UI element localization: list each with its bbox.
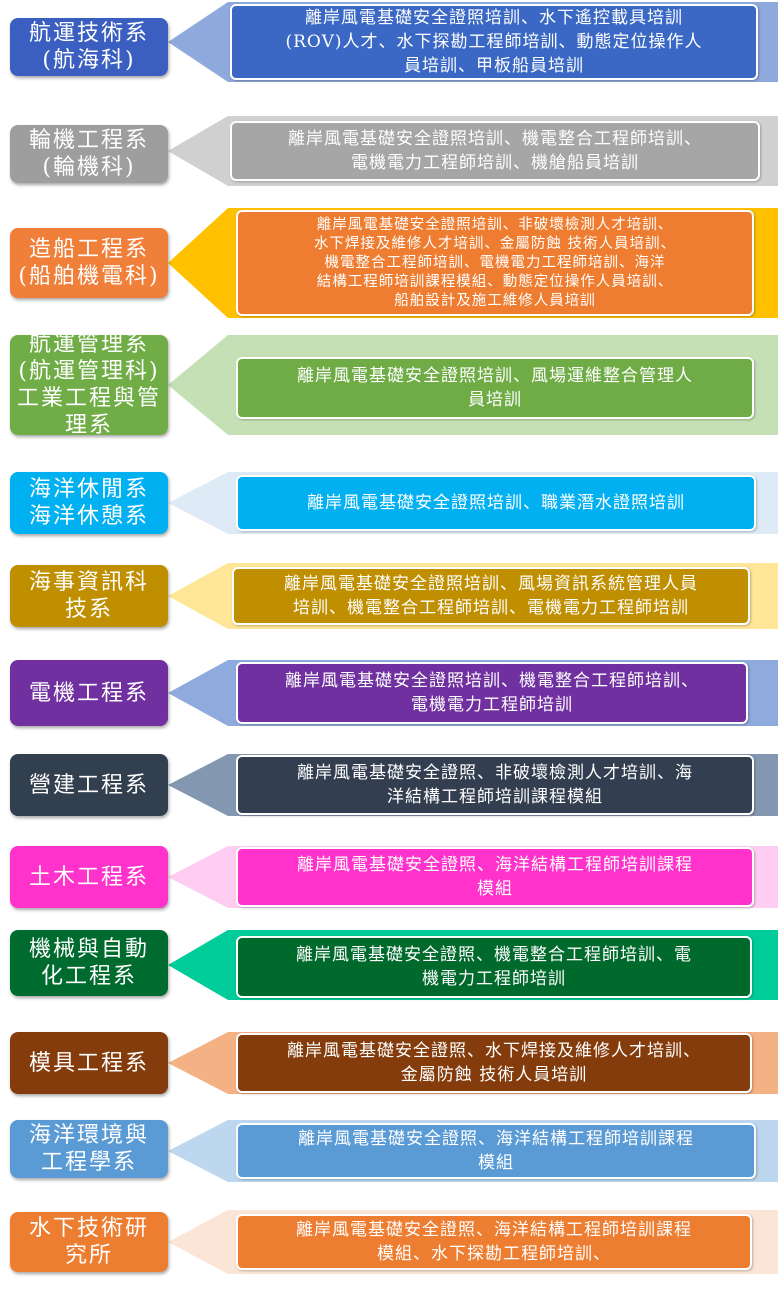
department-label: 航運管理系 (航運管理科) 工業工程與管 理系 <box>10 332 168 438</box>
department-row: 土木工程系 離岸風電基礎安全證照、海洋結構工程師培訓課程 模組 <box>0 846 784 908</box>
department-label: 營建工程系 <box>10 754 168 816</box>
training-programs: 離岸風電基礎安全證照、海洋結構工程師培訓課程 模組、水下探勘工程師培訓、 <box>236 1214 752 1270</box>
training-programs: 離岸風電基礎安全證照培訓、職業潛水證照培訓 <box>236 475 756 531</box>
department-label: 海事資訊科 技系 <box>10 565 168 627</box>
department-label: 水下技術研 究所 <box>10 1212 168 1272</box>
department-row: 航運管理系 (航運管理科) 工業工程與管 理系 離岸風電基礎安全證照培訓、風場運維… <box>0 332 784 438</box>
department-label: 電機工程系 <box>10 660 168 726</box>
department-row: 電機工程系 離岸風電基礎安全證照培訓、機電整合工程師培訓、 電機電力工程師培訓 <box>0 660 784 726</box>
department-label: 機械與自動 化工程系 <box>10 930 168 996</box>
training-programs: 離岸風電基礎安全證照培訓、風場運維整合管理人 員培訓 <box>236 357 754 419</box>
department-row: 營建工程系 離岸風電基礎安全證照、非破壞檢測人才培訓、海 洋結構工程師培訓課程模組 <box>0 754 784 816</box>
department-label: 航運技術系 (航海科) <box>10 18 168 76</box>
department-label: 海洋休閒系 海洋休憩系 <box>10 472 168 534</box>
training-programs: 離岸風電基礎安全證照、機電整合工程師培訓、電 機電力工程師培訓 <box>236 936 752 998</box>
training-programs: 離岸風電基礎安全證照、水下焊接及維修人才培訓、 金屬防蝕 技術人員培訓 <box>236 1033 752 1093</box>
department-label: 造船工程系 (船舶機電科) <box>10 228 168 298</box>
training-programs: 離岸風電基礎安全證照培訓、機電整合工程師培訓、 電機電力工程師培訓、機艙船員培訓 <box>230 121 760 181</box>
department-label: 土木工程系 <box>10 846 168 908</box>
department-row: 海事資訊科 技系 離岸風電基礎安全證照培訓、風場資訊系統管理人員 培訓、機電整合工… <box>0 563 784 629</box>
department-label: 輪機工程系 (輪機科) <box>10 125 168 183</box>
training-programs: 離岸風電基礎安全證照培訓、風場資訊系統管理人員 培訓、機電整合工程師培訓、電機電… <box>232 567 750 625</box>
department-row: 機械與自動 化工程系 離岸風電基礎安全證照、機電整合工程師培訓、電 機電力工程師培… <box>0 930 784 1000</box>
training-programs: 離岸風電基礎安全證照、海洋結構工程師培訓課程 模組 <box>236 847 754 907</box>
department-row: 造船工程系 (船舶機電科) 離岸風電基礎安全證照培訓、非破壞檢測人才培訓、 水下焊… <box>0 208 784 318</box>
department-label: 模具工程系 <box>10 1032 168 1094</box>
training-programs: 離岸風電基礎安全證照培訓、機電整合工程師培訓、 電機電力工程師培訓 <box>236 662 748 724</box>
training-programs: 離岸風電基礎安全證照培訓、水下遙控載具培訓 (ROV)人才、水下探勘工程師培訓、… <box>230 4 758 80</box>
department-row: 水下技術研 究所 離岸風電基礎安全證照、海洋結構工程師培訓課程 模組、水下探勘工程… <box>0 1210 784 1274</box>
training-programs: 離岸風電基礎安全證照、海洋結構工程師培訓課程 模組 <box>236 1123 756 1179</box>
department-row: 航運技術系 (航海科) 離岸風電基礎安全證照培訓、水下遙控載具培訓 (ROV)人才… <box>0 2 784 82</box>
department-row: 海洋休閒系 海洋休憩系 離岸風電基礎安全證照培訓、職業潛水證照培訓 <box>0 472 784 534</box>
training-programs: 離岸風電基礎安全證照培訓、非破壞檢測人才培訓、 水下焊接及維修人才培訓、金屬防蝕… <box>236 210 754 316</box>
department-row: 模具工程系 離岸風電基礎安全證照、水下焊接及維修人才培訓、 金屬防蝕 技術人員培訓 <box>0 1032 784 1094</box>
department-row: 海洋環境與 工程學系 離岸風電基礎安全證照、海洋結構工程師培訓課程 模組 <box>0 1120 784 1182</box>
department-row: 輪機工程系 (輪機科) 離岸風電基礎安全證照培訓、機電整合工程師培訓、 電機電力工… <box>0 116 784 186</box>
training-programs: 離岸風電基礎安全證照、非破壞檢測人才培訓、海 洋結構工程師培訓課程模組 <box>236 755 754 815</box>
department-label: 海洋環境與 工程學系 <box>10 1120 168 1178</box>
